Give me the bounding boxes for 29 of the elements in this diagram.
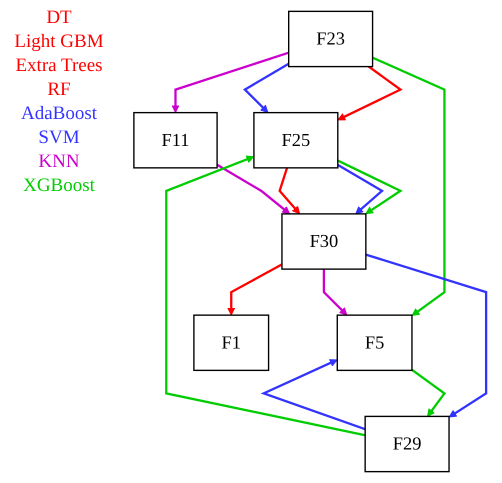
legend-label: DT	[45, 6, 73, 30]
node-box: F29	[364, 416, 450, 472]
arrow	[337, 164, 384, 214]
arrow	[216, 164, 290, 214]
node-box: F5	[336, 314, 413, 372]
node-box: F25	[253, 112, 338, 169]
arrow	[411, 368, 446, 417]
arrow	[260, 359, 366, 430]
legend-label: KNN	[37, 150, 81, 174]
legend-label: Light GBM	[13, 30, 105, 54]
legend-label: AdaBoost	[20, 102, 98, 126]
arrow	[227, 263, 282, 316]
legend-label: RF	[46, 78, 72, 102]
legend-label: Extra Trees	[14, 54, 104, 78]
legend-label: SVM	[37, 126, 81, 150]
node-box: F30	[281, 213, 367, 270]
node-box: F1	[193, 314, 270, 372]
arrow	[337, 66, 403, 120]
arrow	[278, 168, 300, 214]
arrow	[243, 62, 290, 113]
arrow	[372, 56, 446, 316]
arrow	[337, 160, 403, 214]
arrow	[165, 156, 366, 436]
legend-label: XGBoost	[22, 174, 96, 198]
arrow	[171, 52, 290, 113]
node-box: F11	[133, 112, 218, 169]
node-box: F23	[288, 10, 374, 68]
arrow	[322, 269, 348, 316]
arrow	[366, 254, 488, 418]
